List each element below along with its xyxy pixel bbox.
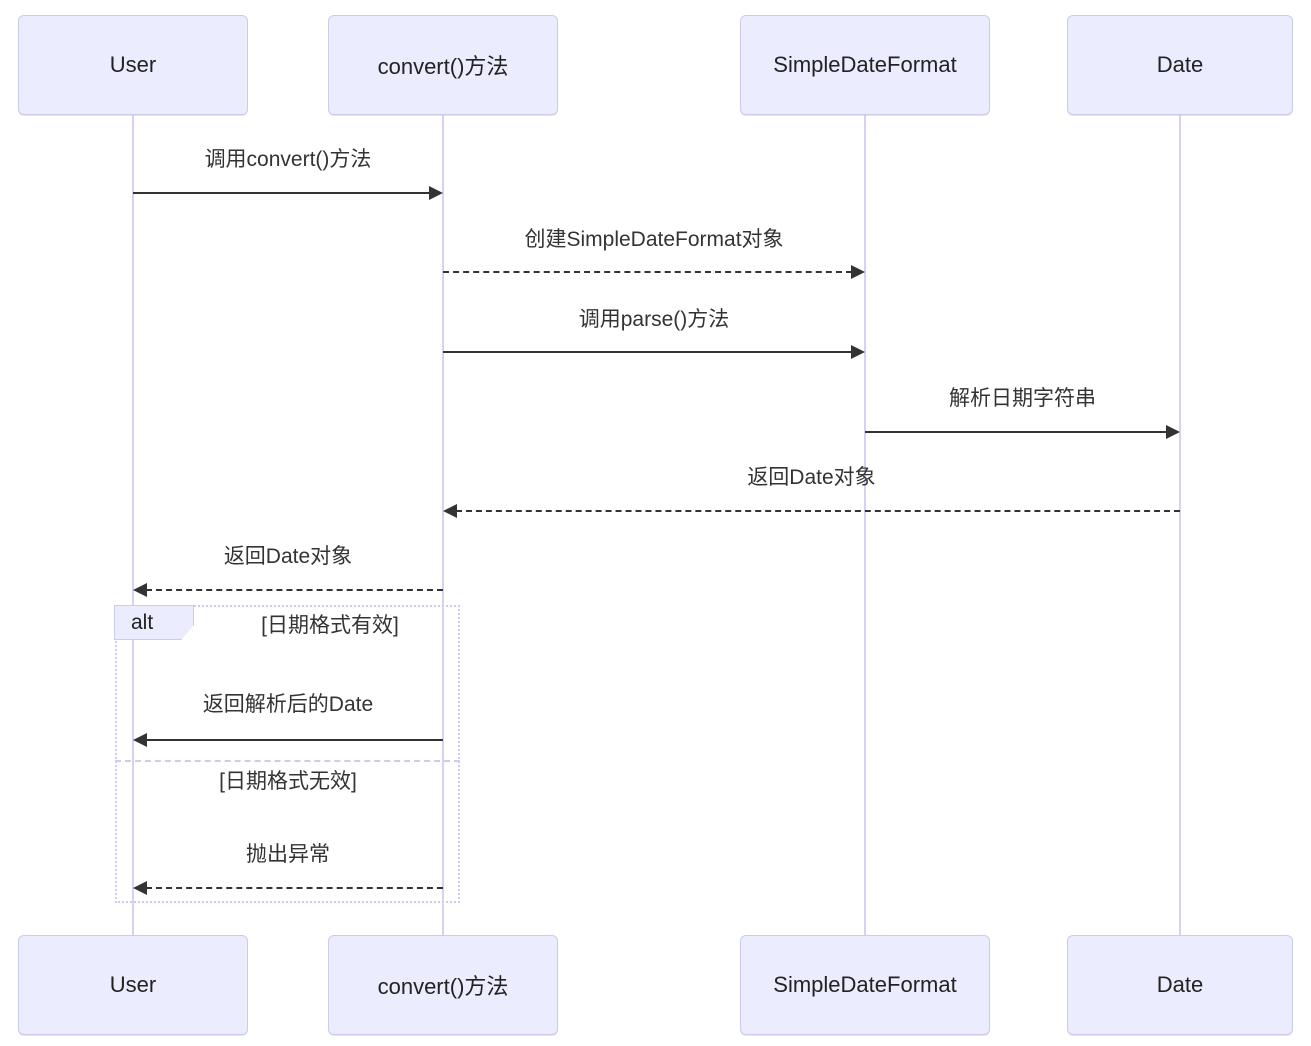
message-line [146, 739, 443, 741]
message-label: 调用parse()方法 [578, 308, 730, 331]
alt-fragment-label: alt [114, 605, 194, 640]
message-line [146, 887, 443, 889]
alt-fragment-frame [115, 605, 460, 903]
lifeline-date [1179, 114, 1181, 936]
message-label: 调用convert()方法 [204, 148, 372, 171]
message-label: 解析日期字符串 [949, 387, 1096, 410]
actor-simpledateformat-top: SimpleDateFormat [740, 15, 990, 115]
actor-label: SimpleDateFormat [773, 52, 957, 77]
lifeline-simpledateformat [864, 114, 866, 936]
actor-label: Date [1156, 52, 1204, 77]
alt-divider [115, 760, 460, 762]
alt-condition-invalid: [日期格式无效] [219, 770, 357, 793]
actor-label: SimpleDateFormat [773, 972, 957, 997]
arrowhead-icon [1166, 425, 1180, 439]
message-label: 返回解析后的Date [202, 693, 374, 716]
actor-date-bottom: Date [1067, 935, 1293, 1035]
arrowhead-icon [429, 186, 443, 200]
arrowhead-icon [851, 345, 865, 359]
lifeline-convert-method [442, 114, 444, 936]
actor-convert-method-top: convert()方法 [328, 15, 558, 115]
actor-user-bottom: User [18, 935, 248, 1035]
message-line [146, 589, 443, 591]
actor-label: User [109, 52, 157, 77]
actor-simpledateformat-bottom: SimpleDateFormat [740, 935, 990, 1035]
alt-label-text: alt [131, 610, 154, 634]
actor-date-top: Date [1067, 15, 1293, 115]
actor-label: convert()方法 [377, 54, 509, 79]
actor-label: convert()方法 [377, 974, 509, 999]
alt-condition-valid: [日期格式有效] [261, 614, 399, 637]
message-label: 返回Date对象 [223, 545, 353, 568]
actor-user-top: User [18, 15, 248, 115]
arrowhead-icon [133, 733, 147, 747]
message-line [133, 192, 429, 194]
lifeline-user [132, 114, 134, 936]
arrowhead-icon [133, 583, 147, 597]
message-label: 返回Date对象 [747, 466, 876, 489]
arrowhead-icon [443, 504, 457, 518]
actor-label: User [109, 972, 157, 997]
message-line [443, 271, 852, 273]
actor-label: Date [1156, 972, 1204, 997]
message-label: 创建SimpleDateFormat对象 [524, 228, 784, 251]
actor-convert-method-bottom: convert()方法 [328, 935, 558, 1035]
arrowhead-icon [851, 265, 865, 279]
message-label: 抛出异常 [246, 843, 330, 866]
arrowhead-icon [133, 881, 147, 895]
message-line [456, 510, 1180, 512]
message-line [443, 351, 852, 353]
message-line [865, 431, 1167, 433]
